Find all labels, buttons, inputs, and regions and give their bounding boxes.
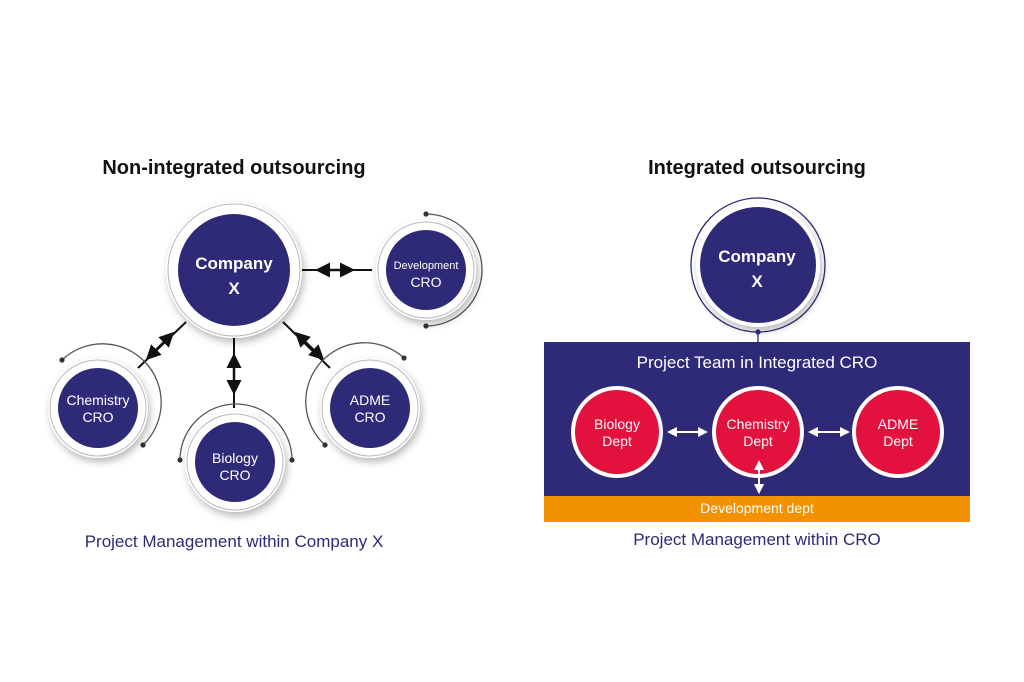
project-team-block: Project Team in Integrated CRO Developme… — [544, 342, 970, 522]
orbit-arc — [179, 403, 293, 461]
left-company-line1: Company — [195, 254, 273, 273]
right-company-line2: X — [751, 272, 763, 291]
left-title: Non-integrated outsourcing — [102, 157, 365, 179]
node-outline — [186, 413, 284, 511]
chemistry-cro-line1: Chemistry — [66, 392, 129, 408]
left-caption: Project Management within Company X — [85, 532, 384, 551]
node-disc — [575, 390, 659, 474]
biology-dept-line2: Dept — [602, 433, 632, 449]
left-company-line2: X — [228, 279, 240, 298]
development-cro-line2: CRO — [410, 274, 441, 290]
left-connectors — [137, 262, 372, 408]
node-disc — [330, 368, 410, 448]
orbit-dot — [423, 211, 429, 217]
node-disc — [716, 390, 800, 474]
left-company-node: Company X — [166, 202, 302, 338]
chemistry-cro-line2: CRO — [82, 409, 113, 425]
node-disc — [178, 214, 290, 326]
biology-dept-node: Biology Dept — [571, 386, 663, 478]
orbit-dot — [177, 457, 183, 463]
orbit-dot — [423, 323, 429, 329]
node-outline — [377, 221, 475, 319]
connector-company-adme — [282, 321, 331, 369]
orbit-dot — [289, 457, 295, 463]
development-dept-bar — [544, 496, 970, 522]
node-disc — [58, 368, 138, 448]
node-disc — [700, 207, 816, 323]
biology-cro-node: Biology CRO — [177, 403, 295, 512]
arrow-company-adme — [294, 331, 325, 361]
adme-dept-line1: ADME — [878, 416, 918, 432]
chemistry-dept-line1: Chemistry — [726, 416, 789, 432]
team-title: Project Team in Integrated CRO — [637, 353, 878, 372]
adme-cro-line1: ADME — [350, 392, 390, 408]
chemistry-cro-node: Chemistry CRO — [48, 343, 162, 458]
orbit-dot — [401, 355, 407, 361]
biology-cro-line2: CRO — [219, 467, 250, 483]
orbit-arc — [61, 343, 162, 446]
node-disc — [856, 390, 940, 474]
right-title: Integrated outsourcing — [648, 157, 866, 179]
biology-dept-line1: Biology — [594, 416, 640, 432]
orbit-dot — [59, 357, 65, 363]
orbit-dot — [322, 442, 328, 448]
arrow-company-chemistry — [145, 331, 175, 361]
node-disc — [386, 230, 466, 310]
adme-dept-node: ADME Dept — [852, 386, 944, 478]
adme-dept-line2: Dept — [883, 433, 913, 449]
right-company-node: Company X — [690, 197, 826, 342]
development-cro-node: Development CRO — [376, 211, 483, 329]
chemistry-dept-line2: Dept — [743, 433, 773, 449]
node-disc — [195, 422, 275, 502]
company-link-dot — [755, 329, 761, 335]
biology-cro-line1: Biology — [212, 450, 258, 466]
adme-cro-node: ADME CRO — [305, 342, 420, 458]
node-outline — [321, 359, 419, 457]
orbit-dot — [140, 442, 146, 448]
node-outline — [167, 203, 301, 337]
orbit-arc — [425, 213, 483, 327]
node-outline — [49, 359, 147, 457]
development-cro-line1: Development — [394, 260, 459, 272]
right-caption: Project Management within CRO — [633, 530, 881, 549]
right-company-line1: Company — [718, 247, 796, 266]
development-dept-label: Development dept — [700, 500, 814, 516]
chemistry-dept-node: Chemistry Dept — [712, 386, 804, 478]
adme-cro-line2: CRO — [354, 409, 385, 425]
orbit-arc — [305, 342, 405, 446]
